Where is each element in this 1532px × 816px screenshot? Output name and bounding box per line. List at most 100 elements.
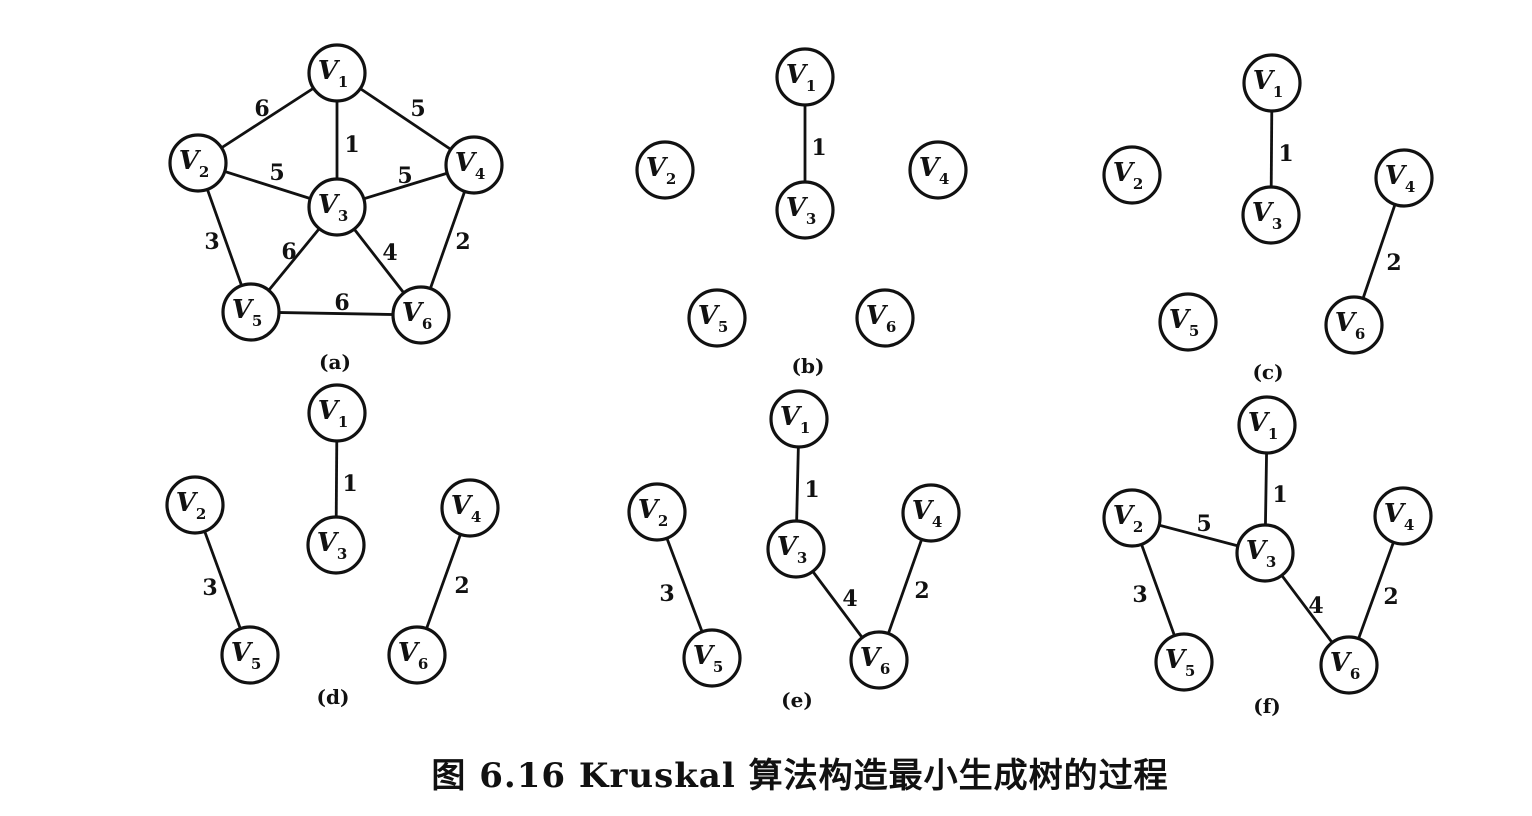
edge-weight-v4-v6: 2 [1383,584,1398,610]
node-label: V3 [777,532,808,567]
node-label: V5 [1165,645,1196,680]
node-v1: V1 [1242,53,1302,113]
node-circle [687,288,747,348]
node-circle [1373,486,1433,546]
node-label: V6 [1330,648,1361,683]
node-v1: V1 [307,43,367,103]
node-circle [766,519,826,579]
node-circle [387,625,447,685]
node-v4: V4 [1373,486,1433,546]
node-v3: V3 [1241,185,1301,245]
node-label: V6 [402,298,433,333]
node-label: V3 [317,528,348,563]
edge-weight-v5-v6: 6 [334,290,349,316]
node-circle [440,478,500,538]
node-v4: V4 [1374,148,1434,208]
node-label: V3 [318,190,349,225]
node-label: V1 [318,56,349,91]
edge-weight-v3-v6: 4 [842,586,857,612]
edge-weight-v4-v6: 2 [914,578,929,604]
node-label: V1 [1248,408,1279,443]
edge-weight-v3-v4: 5 [397,163,412,189]
node-v2: V2 [1102,145,1162,205]
node-label: V2 [179,146,210,181]
node-v6: V6 [1324,295,1384,355]
node-v3: V3 [766,519,826,579]
node-circle [1102,145,1162,205]
node-v2: V2 [1102,488,1162,548]
node-circle [1374,148,1434,208]
node-v2: V2 [635,140,695,200]
node-v5: V5 [220,625,280,685]
node-v5: V5 [682,628,742,688]
node-label: V1 [318,396,349,431]
edge-weight-v1-v3: 1 [1278,141,1293,167]
node-circle [307,43,367,103]
edge-weight-v4-v6: 2 [454,573,469,599]
figure-caption: 图 6.16 Kruskal 算法构造最小生成树的过程 [431,756,1169,796]
node-label: V1 [780,402,811,437]
node-circle [1158,292,1218,352]
node-v4: V4 [444,135,504,195]
node-circle [307,383,367,443]
edge-weight-v1-v3: 1 [804,477,819,503]
node-circle [1241,185,1301,245]
edge-weight-v3-v5: 6 [281,239,296,265]
node-circle [1324,295,1384,355]
node-circle [908,140,968,200]
node-circle [1237,395,1297,455]
node-label: V6 [866,301,897,336]
edge-weight-v1-v3: 1 [1272,482,1287,508]
node-label: V4 [919,153,950,188]
node-label: V2 [1113,501,1144,536]
node-v6: V6 [1319,635,1379,695]
node-v6: V6 [849,630,909,690]
edge-weight-v1-v3: 1 [344,132,359,158]
node-label: V6 [1335,308,1366,343]
node-v4: V4 [901,483,961,543]
node-label: V2 [1113,158,1144,193]
node-v3: V3 [306,515,366,575]
node-v1: V1 [769,389,829,449]
node-circle [444,135,504,195]
node-v1: V1 [307,383,367,443]
edge-weight-v2-v5: 3 [1132,582,1147,608]
node-circle [769,389,829,449]
node-circle [391,285,451,345]
node-circle [165,475,225,535]
node-circle [775,47,835,107]
node-circle [627,482,687,542]
edge-weight-v1-v3: 1 [342,471,357,497]
node-label: V1 [1253,66,1284,101]
edge-weight-v2-v3: 5 [269,160,284,186]
node-label: V5 [698,301,729,336]
node-circle [220,625,280,685]
node-circle [307,177,367,237]
edge-weight-v2-v3: 5 [1196,511,1211,537]
node-v1: V1 [775,47,835,107]
node-circle [221,282,281,342]
panel-label: (d) [317,685,350,709]
panel-label: (a) [319,350,351,374]
panel-label: (c) [1252,360,1283,384]
node-label: V3 [1246,536,1277,571]
node-circle [901,483,961,543]
edge-weight-v4-v6: 2 [455,229,470,255]
node-label: V5 [232,295,263,330]
node-v3: V3 [307,177,367,237]
node-v2: V2 [168,133,228,193]
edge-weight-v3-v6: 4 [382,240,397,266]
node-v2: V2 [627,482,687,542]
panel-label: (e) [781,688,813,712]
node-label: V4 [451,491,482,526]
node-v3: V3 [775,180,835,240]
node-v5: V5 [1158,292,1218,352]
node-label: V3 [786,193,817,228]
node-label: V1 [786,60,817,95]
